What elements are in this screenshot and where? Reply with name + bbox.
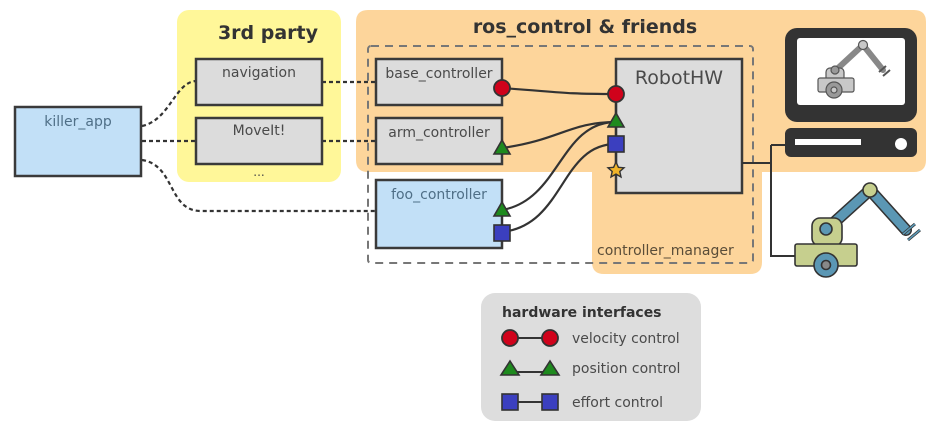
velocity-interface-icon (607, 85, 625, 103)
legend-background (481, 293, 701, 421)
base-controller-node[interactable]: base_controller (374, 57, 504, 107)
base-controller-label: base_controller (385, 66, 492, 82)
legend-title: hardware interfaces (502, 305, 662, 321)
legend-item-velocity: velocity control (501, 329, 680, 347)
position-triangle-icon (499, 359, 521, 376)
arm-controller-node[interactable]: arm_controller (374, 116, 504, 166)
link-base-velocity (501, 86, 617, 96)
link-killer-app-foo-controller (141, 158, 376, 213)
velocity-circle-icon (541, 329, 559, 347)
moveit-label: MoveIt! (233, 123, 286, 139)
legend: hardware interfaces velocity control pos… (481, 293, 701, 421)
arm-controller-label: arm_controller (388, 125, 490, 141)
legend-label-velocity: velocity control (572, 331, 680, 347)
killer-app-node[interactable]: killer_app (13, 105, 143, 178)
link-foo-effort (501, 142, 617, 234)
navigation-label: navigation (222, 65, 296, 81)
moveit-node[interactable]: MoveIt! (194, 116, 324, 166)
link-arm-position (501, 120, 617, 150)
app-connections (141, 79, 376, 213)
third-party-title: 3rd party (218, 22, 319, 44)
ros-control-title: ros_control & friends (473, 16, 697, 38)
controller-manager-boundary (367, 45, 754, 264)
velocity-interface-icon (493, 79, 511, 97)
foo-controller-label: foo_controller (391, 187, 487, 203)
killer-app-label: killer_app (44, 114, 112, 130)
link-foo-position (501, 120, 617, 212)
computer-monitor-icon (785, 28, 917, 157)
link-hardware-robot (770, 145, 795, 257)
legend-item-position: position control (499, 359, 680, 377)
robot-hw-label: RobotHW (635, 67, 723, 89)
interface-connections (501, 86, 618, 234)
legend-item-effort: effort control (501, 393, 663, 411)
effort-interface-icon (493, 224, 511, 242)
navigation-node[interactable]: navigation (194, 57, 324, 107)
effort-square-icon (501, 393, 519, 411)
position-interface-icon (606, 111, 626, 128)
star-interface-icon (606, 160, 626, 179)
effort-square-icon (541, 393, 559, 411)
effort-interface-icon (607, 135, 625, 153)
simulated-robot-arm-icon (817, 39, 891, 99)
legend-label-effort: effort control (572, 395, 663, 411)
robot-hw-node[interactable]: RobotHW (614, 57, 744, 195)
third-party-ellipsis: ... (253, 165, 264, 179)
foo-controller-node[interactable]: foo_controller (374, 178, 504, 250)
position-interface-icon (492, 138, 512, 155)
velocity-circle-icon (501, 329, 519, 347)
controller-manager-label: controller_manager (597, 243, 734, 259)
real-robot-arm-icon (794, 182, 921, 278)
link-killer-app-navigation (141, 79, 197, 128)
position-triangle-icon (539, 359, 561, 376)
legend-label-position: position control (572, 361, 680, 377)
